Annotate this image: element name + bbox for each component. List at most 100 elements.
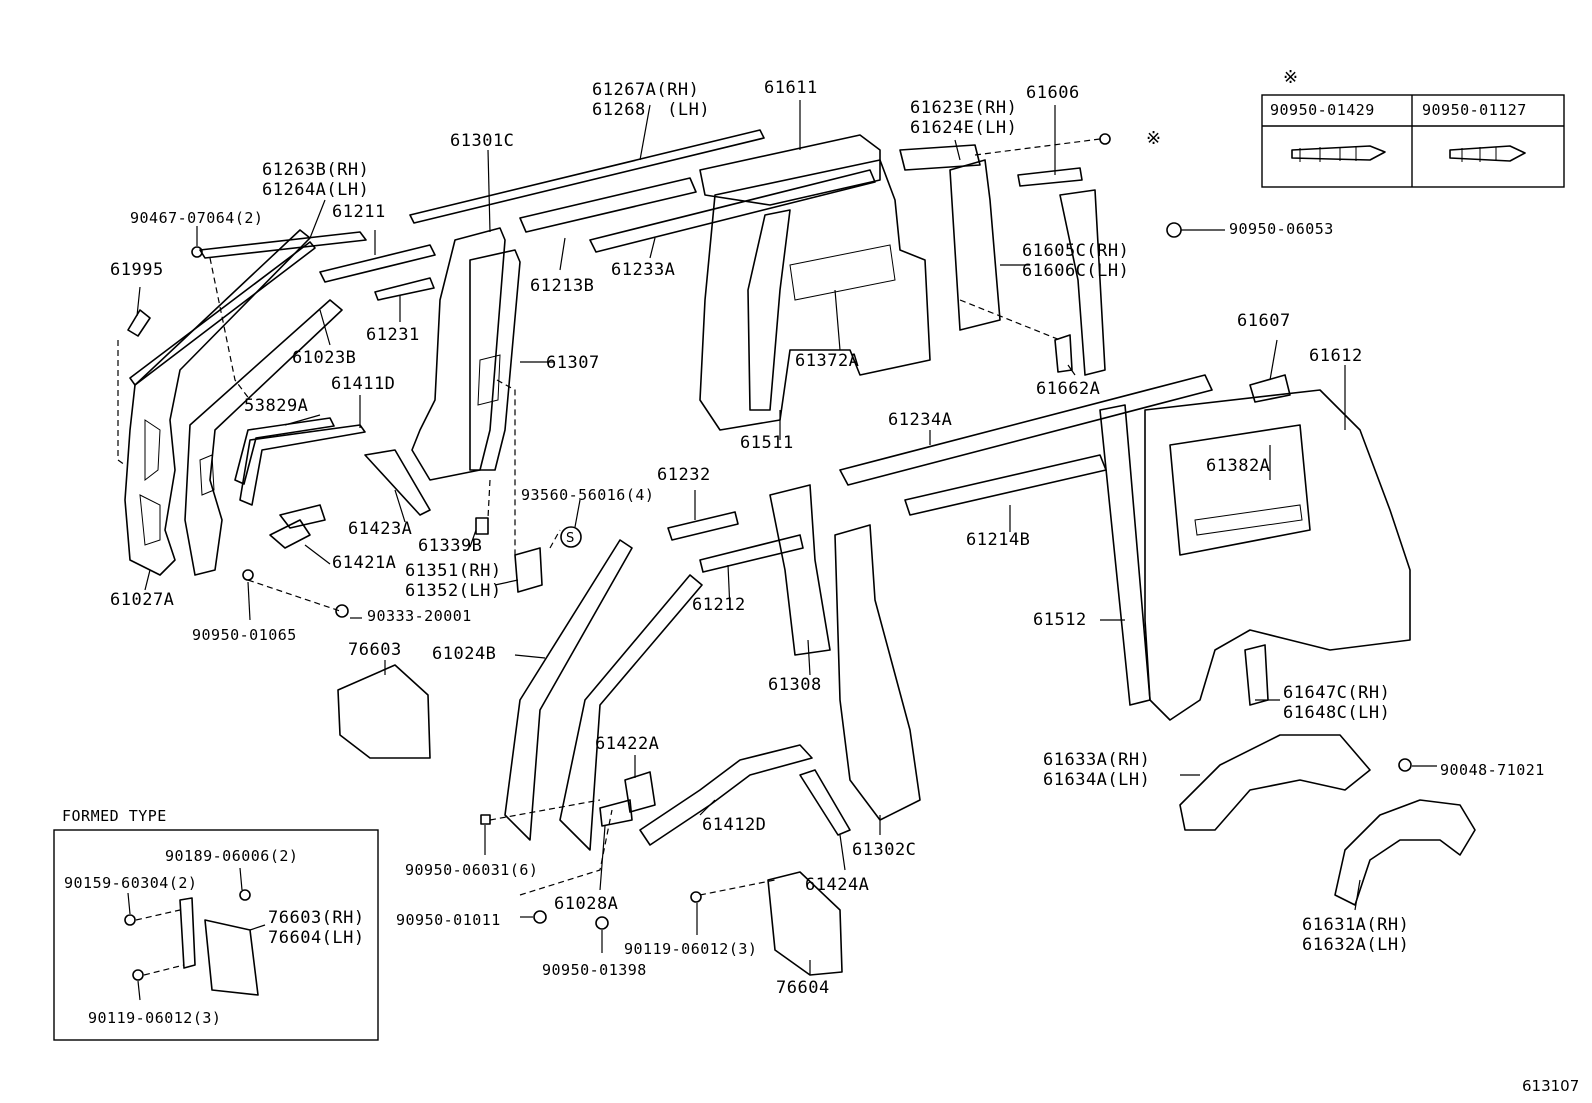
part-label-61234a: 61234A: [888, 410, 953, 430]
brace-61232: [667, 511, 739, 541]
plug-table-col-1: 90950-01429: [1270, 101, 1375, 119]
part-label-61605c: 61605C(RH)61606C(LH): [1022, 241, 1130, 281]
bracket-61231: [374, 277, 435, 301]
rail-61233: [589, 169, 876, 253]
clip-61339: [475, 517, 489, 535]
plug-90950-01011: [533, 910, 547, 924]
rail-61212: [699, 534, 804, 573]
part-label-61301c: 61301C: [450, 131, 515, 151]
mudflap-bracket: [179, 897, 196, 969]
brace-61424: [799, 769, 851, 836]
inset-label-90189: 90189-06006(2): [165, 847, 299, 865]
bracket-61647: [1244, 644, 1269, 706]
rail-61213: [519, 177, 697, 233]
bolt-90119-inset: [132, 969, 144, 981]
panel-76604: [767, 871, 843, 976]
inset-title: FORMED TYPE: [62, 807, 167, 825]
plug-01127-icon: [1449, 145, 1526, 162]
part-label-76603: 76603: [348, 640, 402, 660]
part-label-76604: 76604: [776, 978, 830, 998]
inset-label-90119: 90119-06012(3): [88, 1009, 222, 1027]
part-label-90467: 90467-07064(2): [130, 209, 264, 227]
part-label-61412d: 61412D: [702, 815, 767, 835]
pillar-upper-61623: [899, 144, 981, 171]
plug-90950-01398: [595, 916, 609, 930]
part-label-61302c: 61302C: [852, 840, 917, 860]
plug-01429-icon: [1291, 145, 1386, 162]
wheelhouse-61412: [639, 744, 813, 846]
part-label-61308: 61308: [768, 675, 822, 695]
formed-type-inset: [53, 829, 379, 1041]
part-label-53829a: 53829A: [244, 396, 309, 416]
wheelhouse-front-53829: [234, 417, 335, 485]
plug-90333: [335, 604, 349, 618]
roof-rail-61211: [319, 244, 436, 283]
part-label-61267a: 61267A(RH)61268 (LH): [592, 80, 711, 120]
pillar-61308: [769, 484, 831, 656]
part-label-61511: 61511: [740, 433, 794, 453]
part-label-90950-01065: 90950-01065: [192, 626, 297, 644]
leader-lines: [136, 100, 1437, 975]
mudflap-76603: [204, 919, 259, 996]
part-label-61023b: 61023B: [292, 348, 357, 368]
wheelhouse-61633: [1179, 734, 1371, 831]
bracket-61606: [1017, 167, 1083, 187]
part-label-61606: 61606: [1026, 83, 1080, 103]
pillar-61302: [834, 524, 921, 821]
part-label-90950-01398: 90950-01398: [542, 961, 647, 979]
part-label-61214b: 61214B: [966, 530, 1031, 550]
part-label-61232: 61232: [657, 465, 711, 485]
inset-label-76603: 76603(RH)76604(LH): [268, 908, 365, 948]
plug-callout: [1099, 133, 1111, 145]
gusset-61421b: [279, 504, 326, 529]
wheelhouse-front-61411: [239, 424, 366, 506]
part-label-61607: 61607: [1237, 311, 1291, 331]
pillar-61024: [504, 539, 703, 851]
bracket-61422: [624, 771, 656, 813]
part-label-61424a: 61424A: [805, 875, 870, 895]
part-label-61027a: 61027A: [110, 590, 175, 610]
drip-molding-front: [199, 231, 367, 259]
screw-93560-letter: S: [566, 531, 574, 546]
callout-mark: ※: [1146, 128, 1162, 149]
part-label-61995: 61995: [110, 260, 164, 280]
part-label-61028a: 61028A: [554, 894, 619, 914]
plug-table: [1261, 94, 1565, 188]
part-label-61662a: 61662A: [1036, 379, 1101, 399]
part-label-61307: 61307: [546, 353, 600, 373]
part-label-61411d: 61411D: [331, 374, 396, 394]
bracket-61607: [1249, 374, 1291, 403]
part-label-93560: 93560-56016(4): [521, 486, 655, 504]
part-label-90333: 90333-20001: [367, 607, 472, 625]
diagram-ref-number: 613107: [1522, 1077, 1580, 1095]
center-pillar-61301: [411, 227, 521, 481]
rail-61214: [904, 454, 1107, 516]
part-label-61611: 61611: [764, 78, 818, 98]
drip-molding-61267: [409, 129, 765, 224]
bolt-90159: [124, 914, 136, 926]
dashed-lines: [117, 138, 1101, 896]
part-label-61231: 61231: [366, 325, 420, 345]
part-label-90950-06053: 90950-06053: [1229, 220, 1334, 238]
gusset-61028: [599, 799, 633, 827]
nut-90189: [239, 889, 251, 901]
bolt-90467: [191, 246, 203, 258]
pillar-61605: [949, 159, 1001, 331]
part-label-61421a: 61421A: [332, 553, 397, 573]
part-label-61382a: 61382A: [1206, 456, 1271, 476]
part-label-61213b: 61213B: [530, 276, 595, 296]
plug-90048: [1398, 758, 1412, 772]
plug-90950-06053: [1166, 222, 1182, 238]
roof-side-61611: [699, 134, 881, 206]
part-label-61212: 61212: [692, 595, 746, 615]
part-label-61372a: 61372A: [795, 351, 860, 371]
part-label-61512: 61512: [1033, 610, 1087, 630]
plug-table-col-2: 90950-01127: [1422, 101, 1527, 119]
plug-90950-06031: [480, 814, 491, 825]
rail-61234: [839, 374, 1213, 486]
part-label-61211: 61211: [332, 202, 386, 222]
part-label-61351: 61351(RH)61352(LH): [405, 561, 502, 601]
part-label-61623e: 61623E(RH)61624E(LH): [910, 98, 1018, 138]
front-pillar-inner: [184, 299, 343, 576]
